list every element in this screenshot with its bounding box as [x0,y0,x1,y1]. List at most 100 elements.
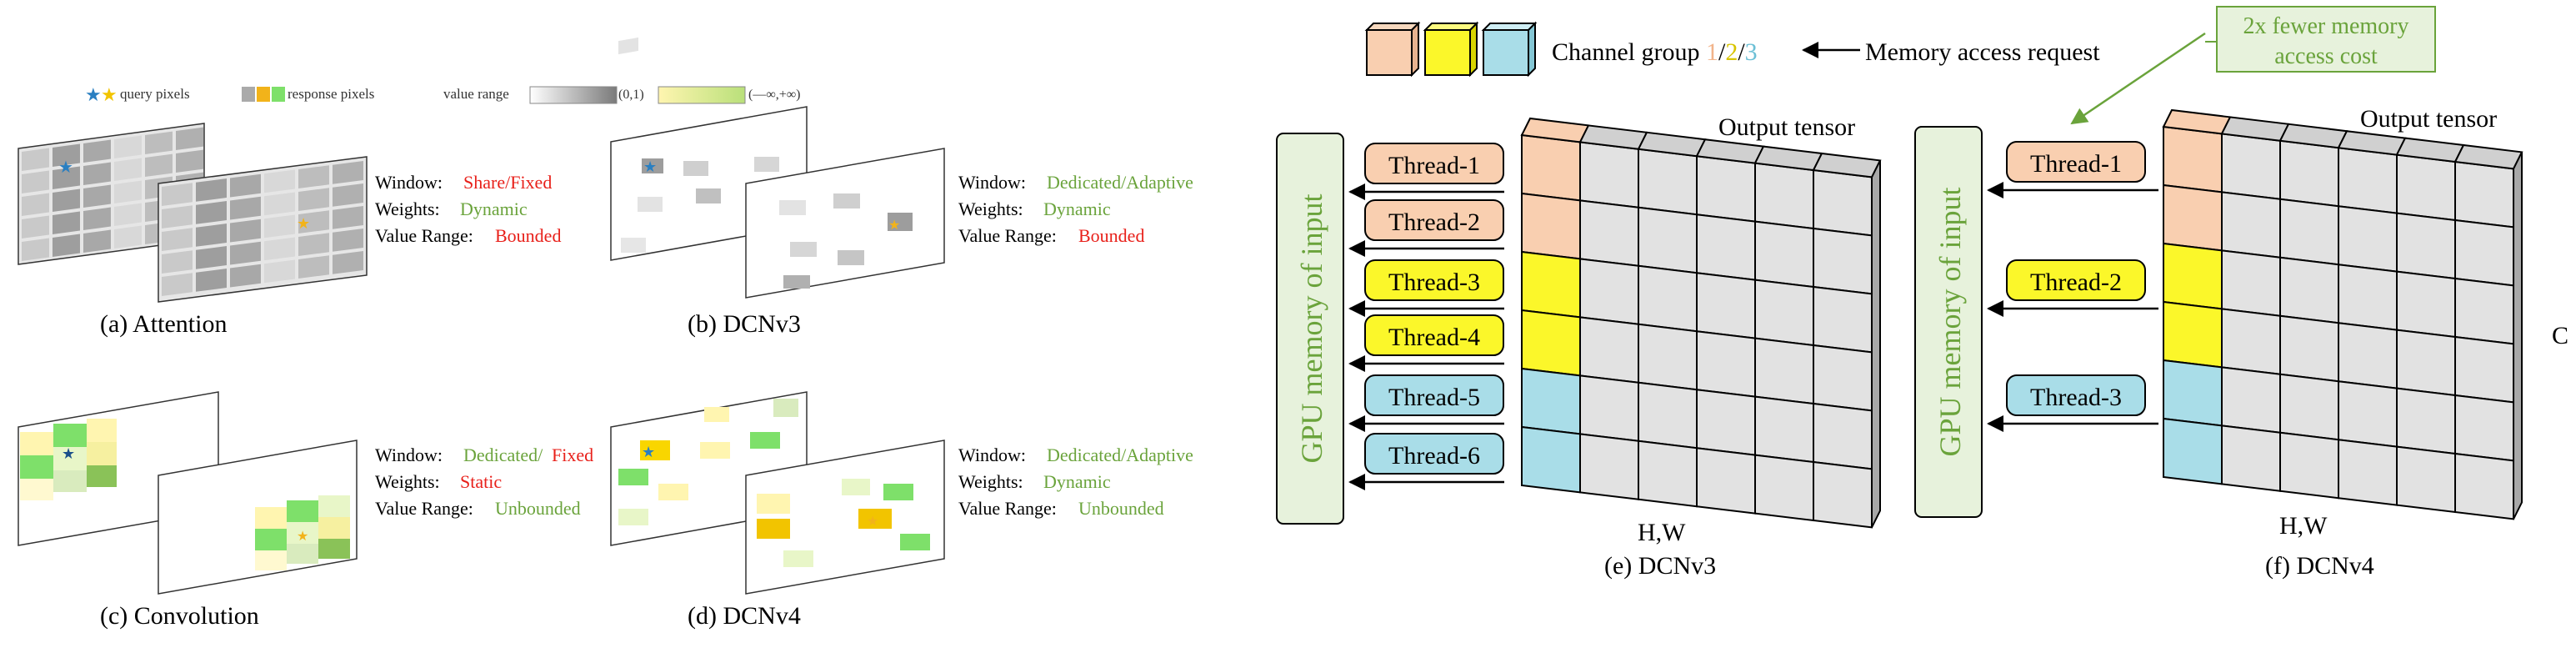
conv-range-value: Unbounded [495,498,581,519]
dcnv3-tensor-cell [1754,220,1814,289]
attention-range-value: Bounded [495,225,561,246]
dcnv3-tensor-cell [1696,447,1756,515]
dcnv3-tensor-cell [1638,381,1698,450]
dcnv3-tensor-cell [1813,285,1873,354]
dcnv3-thread-label: Thread-3 [1388,269,1480,296]
dcnv3-thread-box [1364,314,1504,356]
dcnv3-thread-label: Thread-1 [1388,152,1480,179]
query-pixels-label: query pixels [120,86,190,102]
dcnv3-tensor-cell [1638,148,1698,216]
dcnv4-tensor-cell [2221,191,2281,259]
attention-cell [264,169,295,193]
attention-cell [83,207,111,231]
attention-cell [83,162,111,186]
attention-cell [196,178,227,202]
attention-cell [230,219,261,243]
attention-cell [145,131,173,155]
attention-cell [196,269,227,292]
fewer-cost-box [2216,6,2436,73]
dcnv3-tensor-cell [1813,168,1873,237]
dcnv3-tensor-cell [1579,199,1639,267]
dcnv4-tensor-cell [2221,424,2281,492]
dcnv3-tensor-cell [1813,402,1873,470]
dcnv4-tensor-cell [2279,431,2339,500]
dcnv3-tensor-side [1871,159,1881,528]
attention-cell [162,250,193,274]
attention-window-value: Share/Fixed [463,172,552,193]
dcnv3-tensor-cell [1696,272,1756,339]
dcnv4-small-window-value: Dedicated/Adaptive [1047,445,1193,465]
dcnv4-tensor-cell [2396,153,2456,222]
attention-cell [114,180,142,204]
panel-dcnv4-small: ★ ★ Window: Dedicated/Adaptive Weights: … [610,391,1193,630]
attention-cell [53,143,80,168]
dcnv4-tensor-cell [2338,264,2398,331]
attention-weights-value: Dynamic [460,198,528,219]
dcnv3-small-weights-value: Dynamic [1043,198,1111,219]
right-legend: Channel group 1/2/3 Memory access reques… [1364,6,2436,125]
unbounded-range-label: (—∞,+∞) [748,88,801,102]
conv-query-star-icon: ★ [62,445,75,462]
attention-cell [298,210,329,234]
attention-cell [114,225,142,249]
attention-cell [114,158,142,182]
legend-cube-group1 [1364,21,1421,78]
dcnv3-tensor-cell [1521,250,1581,319]
left-legend: ★ ★ query pixels response pixels value r… [85,84,801,105]
gray-gradient-swatch [529,86,618,104]
attention-cell [162,205,193,229]
attention-cell [333,229,363,252]
dcnv3-hw-label: H,W [1638,519,1686,546]
dcnv4-tensor-cell [2279,314,2339,383]
dcnv4-tensor-cell [2221,249,2281,317]
dcnv4-thread-box [2006,259,2146,301]
conv-response-star-icon: ★ [297,530,308,544]
attention-window-key: Window: [375,172,443,193]
dcnv4-tensor-cell [2396,270,2456,339]
memory-request-label: Memory access request [1865,38,2100,66]
attention-cell [83,139,111,163]
dcnv3-output-label: Output tensor [1718,113,1855,141]
channel-group-label: Channel group 1/2/3 [1552,38,1758,66]
dcnv4-tensor-cell [2163,242,2223,310]
conv-window-key: Window: [375,445,443,465]
dcnv3-thread-list: Thread-1Thread-2Thread-3Thread-4Thread-5… [1348,143,1504,490]
attention-cell [230,241,261,265]
dcnv4-tensor-cell [2454,335,2514,404]
attention-cell [264,259,295,284]
dcnv3-tensor-cell [1521,192,1581,260]
dcnv4-tensor-cell [2279,256,2339,324]
dcnv4-thread-label: Thread-2 [2030,269,2122,296]
dcnv3-tensor-cell [1521,309,1581,377]
dcnv4-tensor-cell [2338,147,2398,214]
dcnv3-thread-box [1364,199,1504,241]
attention-cell [83,184,111,208]
conv-range-key: Value Range: [375,498,473,519]
attention-cell [53,211,80,235]
dcnv4-tensor-cell [2454,160,2514,229]
attention-query-star-icon: ★ [58,158,73,177]
dcnv4-tensor-cell [2279,373,2339,441]
dcnv4-output-label: Output tensor [2360,105,2497,133]
dcnv4-hw-label: H,W [2279,512,2328,540]
dcnv3-caption: (e) DCNv3 [1604,552,1716,580]
attention-cell [145,153,173,178]
attention-cell [230,173,261,198]
attention-response-star-icon: ★ [297,215,310,232]
attention-cell [298,255,329,279]
dcnv3-thread-label: Thread-5 [1388,384,1480,411]
dcnv4-small-weights-key: Weights: [958,471,1023,492]
dcnv4-c-label: C [2552,322,2568,349]
attention-cell [162,228,193,251]
dcnv3-tensor-cell [1696,389,1756,456]
dcnv4-tensor-cell [2338,380,2398,448]
conv-window-value-b: Fixed [552,445,593,465]
attention-cell [264,237,295,261]
dcnv4-tensor-cell [2338,205,2398,273]
value-range-label: value range [443,86,509,102]
dcnv4-output-tensor [2162,108,2523,520]
dcnv4-tensor-cell [2279,139,2339,208]
dcnv3-thread-label: Thread-2 [1388,208,1480,236]
dcnv4-tensor-cell [2221,308,2281,375]
